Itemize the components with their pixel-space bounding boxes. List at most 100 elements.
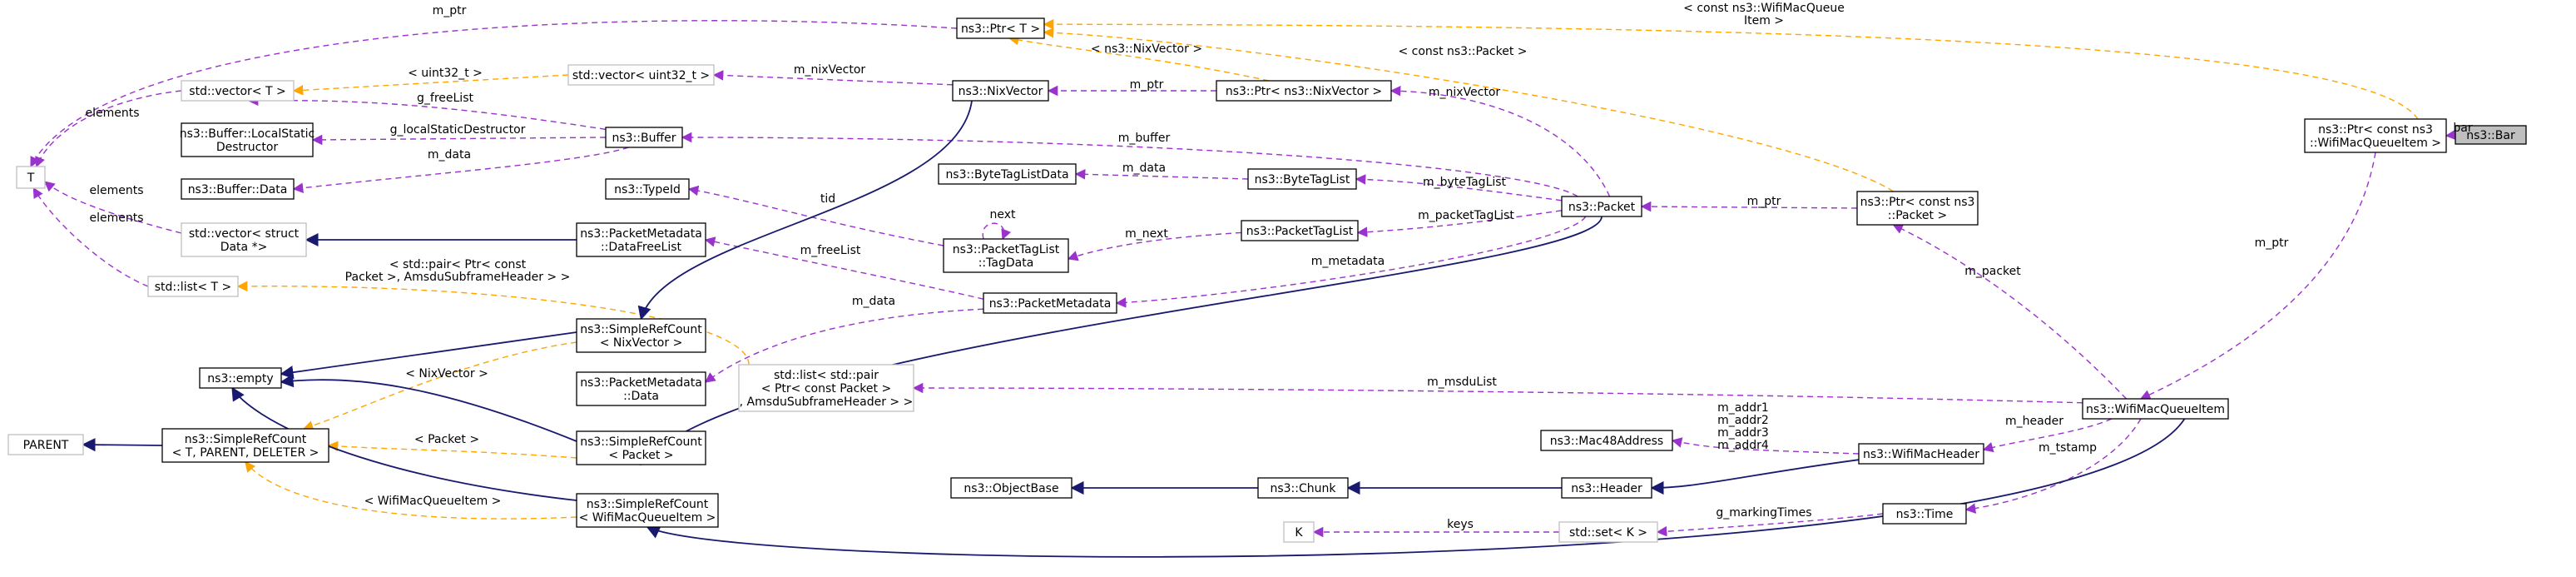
node-label: std::vector< uint32_t >	[572, 69, 710, 82]
edge-label-m-packet: m_packet	[1964, 265, 2021, 278]
edge-label-elements2: elements	[89, 184, 143, 197]
node-box	[605, 178, 690, 200]
node-box	[605, 127, 683, 148]
node-label: std::vector< T >	[189, 85, 285, 98]
class-node-pm-data[interactable]: ns3::PacketMetadata::Data	[576, 371, 706, 406]
node-box	[2455, 125, 2527, 145]
edge-label-text: < NixVector >	[405, 367, 488, 381]
class-node-empty[interactable]: ns3::empty	[199, 367, 282, 389]
class-node-src-nix[interactable]: ns3::SimpleRefCount< NixVector >	[576, 318, 706, 353]
node-label: ns3::Mac48Address	[1550, 435, 1663, 448]
class-node-parent[interactable]: PARENT	[7, 434, 84, 455]
node-label: ns3::TypeId	[614, 183, 681, 196]
edge-label-m-next: m_next	[1125, 227, 1168, 241]
node-label: ns3::PacketTagList	[1246, 225, 1354, 238]
edge-label-m-header: m_header	[2005, 415, 2063, 428]
class-node-typeid[interactable]: ns3::TypeId	[605, 178, 690, 200]
class-node-ptr-packet[interactable]: ns3::Ptr< const ns3::Packet >	[1856, 191, 1979, 226]
edge-label-m-nixVector-vec: m_nixVector	[794, 63, 866, 77]
edge-label-text: m_buffer	[1118, 132, 1171, 145]
node-label: ns3::Ptr< ns3::NixVector >	[1226, 85, 1382, 98]
node-box	[1257, 477, 1349, 499]
edge-label-text: < uint32_t >	[408, 67, 483, 80]
class-node-ptl[interactable]: ns3::PacketTagList	[1241, 220, 1359, 241]
class-node-time[interactable]: ns3::Time	[1882, 503, 1967, 525]
edge-g-markingtimes	[1656, 513, 1884, 537]
edge-label-m-data-btl: m_data	[1122, 162, 1166, 175]
node-label: , AmsduSubframeHeader > >	[740, 395, 914, 409]
class-node-mac48[interactable]: ns3::Mac48Address	[1540, 430, 1673, 451]
class-node-buffer-data[interactable]: ns3::Buffer::Data	[181, 178, 295, 200]
edge-label-m-msduList: m_msduList	[1427, 376, 1497, 389]
class-node-src-t[interactable]: ns3::SimpleRefCount< T, PARENT, DELETER …	[161, 428, 329, 463]
class-node-ptr-t[interactable]: ns3::Ptr< T >	[956, 17, 1045, 39]
node-label: ns3::Ptr< T >	[961, 22, 1040, 36]
edge-src-packet-empty	[280, 374, 577, 442]
node-label: < T, PARENT, DELETER >	[172, 446, 320, 460]
class-node-ptl-tagdata[interactable]: ns3::PacketTagList::TagData	[943, 238, 1069, 273]
node-label: K	[1295, 526, 1303, 540]
class-node-packet[interactable]: ns3::Packet	[1561, 196, 1642, 217]
class-node-ptr-wmqi[interactable]: ns3::Ptr< const ns3::WifiMacQueueItem >	[2304, 118, 2447, 153]
edge-nix	[1008, 34, 1270, 82]
class-node-src-packet[interactable]: ns3::SimpleRefCount< Packet >	[576, 430, 706, 465]
class-node-list-t[interactable]: std::list< T >	[147, 276, 239, 297]
edge-pair	[236, 281, 750, 366]
edge-label-wmqi-mptr: m_ptr	[2255, 236, 2289, 250]
class-node-wmh[interactable]: ns3::WifiMacHeader	[1858, 443, 1984, 465]
node-box	[1540, 430, 1673, 451]
class-node-objectbase[interactable]: ns3::ObjectBase	[950, 477, 1073, 499]
node-label: PARENT	[23, 439, 69, 452]
edge-m-header	[1982, 418, 2113, 453]
edge-m-metadata	[1115, 216, 1587, 308]
edge-label-tmpl-wmqi: < const ns3::WifiMacQueueItem >	[1683, 2, 1845, 27]
class-node-buffer[interactable]: ns3::Buffer	[605, 127, 683, 148]
class-node-pm-dfl[interactable]: ns3::PacketMetadata::DataFreeList	[576, 222, 706, 257]
edge-label-text: m_nixVector	[1429, 86, 1501, 99]
class-node-list-pair[interactable]: std::list< std::pair< Ptr< const Packet …	[738, 364, 914, 412]
node-box	[576, 430, 706, 465]
class-node-bar[interactable]: ns3::Bar	[2455, 125, 2527, 145]
edge-label-m-metadata: m_metadata	[1311, 255, 1385, 268]
edge-label-g-lsd: g_localStaticDestructor	[390, 123, 526, 137]
edge-elements2	[44, 181, 182, 234]
node-box	[1561, 477, 1652, 499]
node-box	[576, 318, 706, 353]
class-node-vec-u32[interactable]: std::vector< uint32_t >	[567, 64, 715, 86]
class-node-t[interactable]: T	[16, 166, 46, 189]
edge-wmqi-src	[646, 418, 2186, 558]
node-label: std::set< K >	[1569, 526, 1647, 540]
class-node-btld[interactable]: ns3::ByteTagListData	[938, 163, 1077, 185]
class-node-vec-t[interactable]: std::vector< T >	[181, 80, 295, 102]
node-label: < WifiMacQueueItem >	[579, 511, 716, 525]
class-node-k[interactable]: K	[1283, 521, 1315, 543]
node-label: ::DataFreeList	[601, 241, 682, 254]
class-node-wmqi[interactable]: ns3::WifiMacQueueItem	[2082, 398, 2229, 420]
class-node-set-k[interactable]: std::set< K >	[1558, 521, 1658, 543]
edge-label-text: m_packetTagList	[1418, 209, 1514, 222]
edge-m-packet	[1892, 224, 2128, 400]
node-label: < NixVector >	[600, 336, 683, 350]
class-node-pm[interactable]: ns3::PacketMetadata	[983, 292, 1117, 314]
node-label: ::WifiMacQueueItem >	[2310, 137, 2441, 150]
edge-m-nixvector-ptr	[1390, 85, 1611, 197]
class-node-ptr-nix[interactable]: ns3::Ptr< ns3::NixVector >	[1216, 80, 1392, 102]
edge-label-text: g_freeList	[417, 92, 473, 105]
node-label: T	[27, 172, 35, 185]
class-node-nixvector[interactable]: ns3::NixVector	[952, 80, 1049, 102]
node-box	[181, 122, 314, 157]
class-node-chunk[interactable]: ns3::Chunk	[1257, 477, 1349, 499]
edge-label-packet-mptr: m_ptr	[1747, 195, 1781, 208]
class-node-src-wmqi[interactable]: ns3::SimpleRefCount< WifiMacQueueItem >	[576, 493, 719, 528]
class-node-btl[interactable]: ns3::ByteTagList	[1247, 168, 1357, 190]
class-node-header[interactable]: ns3::Header	[1561, 477, 1652, 499]
edge-label-text: next	[989, 208, 1016, 221]
edge-label-text: m_msduList	[1427, 376, 1497, 389]
node-box	[181, 178, 295, 200]
edge-label-tmpl-nix: < ns3::NixVector >	[1091, 42, 1202, 56]
edge-label-text: m_ptr	[1747, 195, 1781, 208]
